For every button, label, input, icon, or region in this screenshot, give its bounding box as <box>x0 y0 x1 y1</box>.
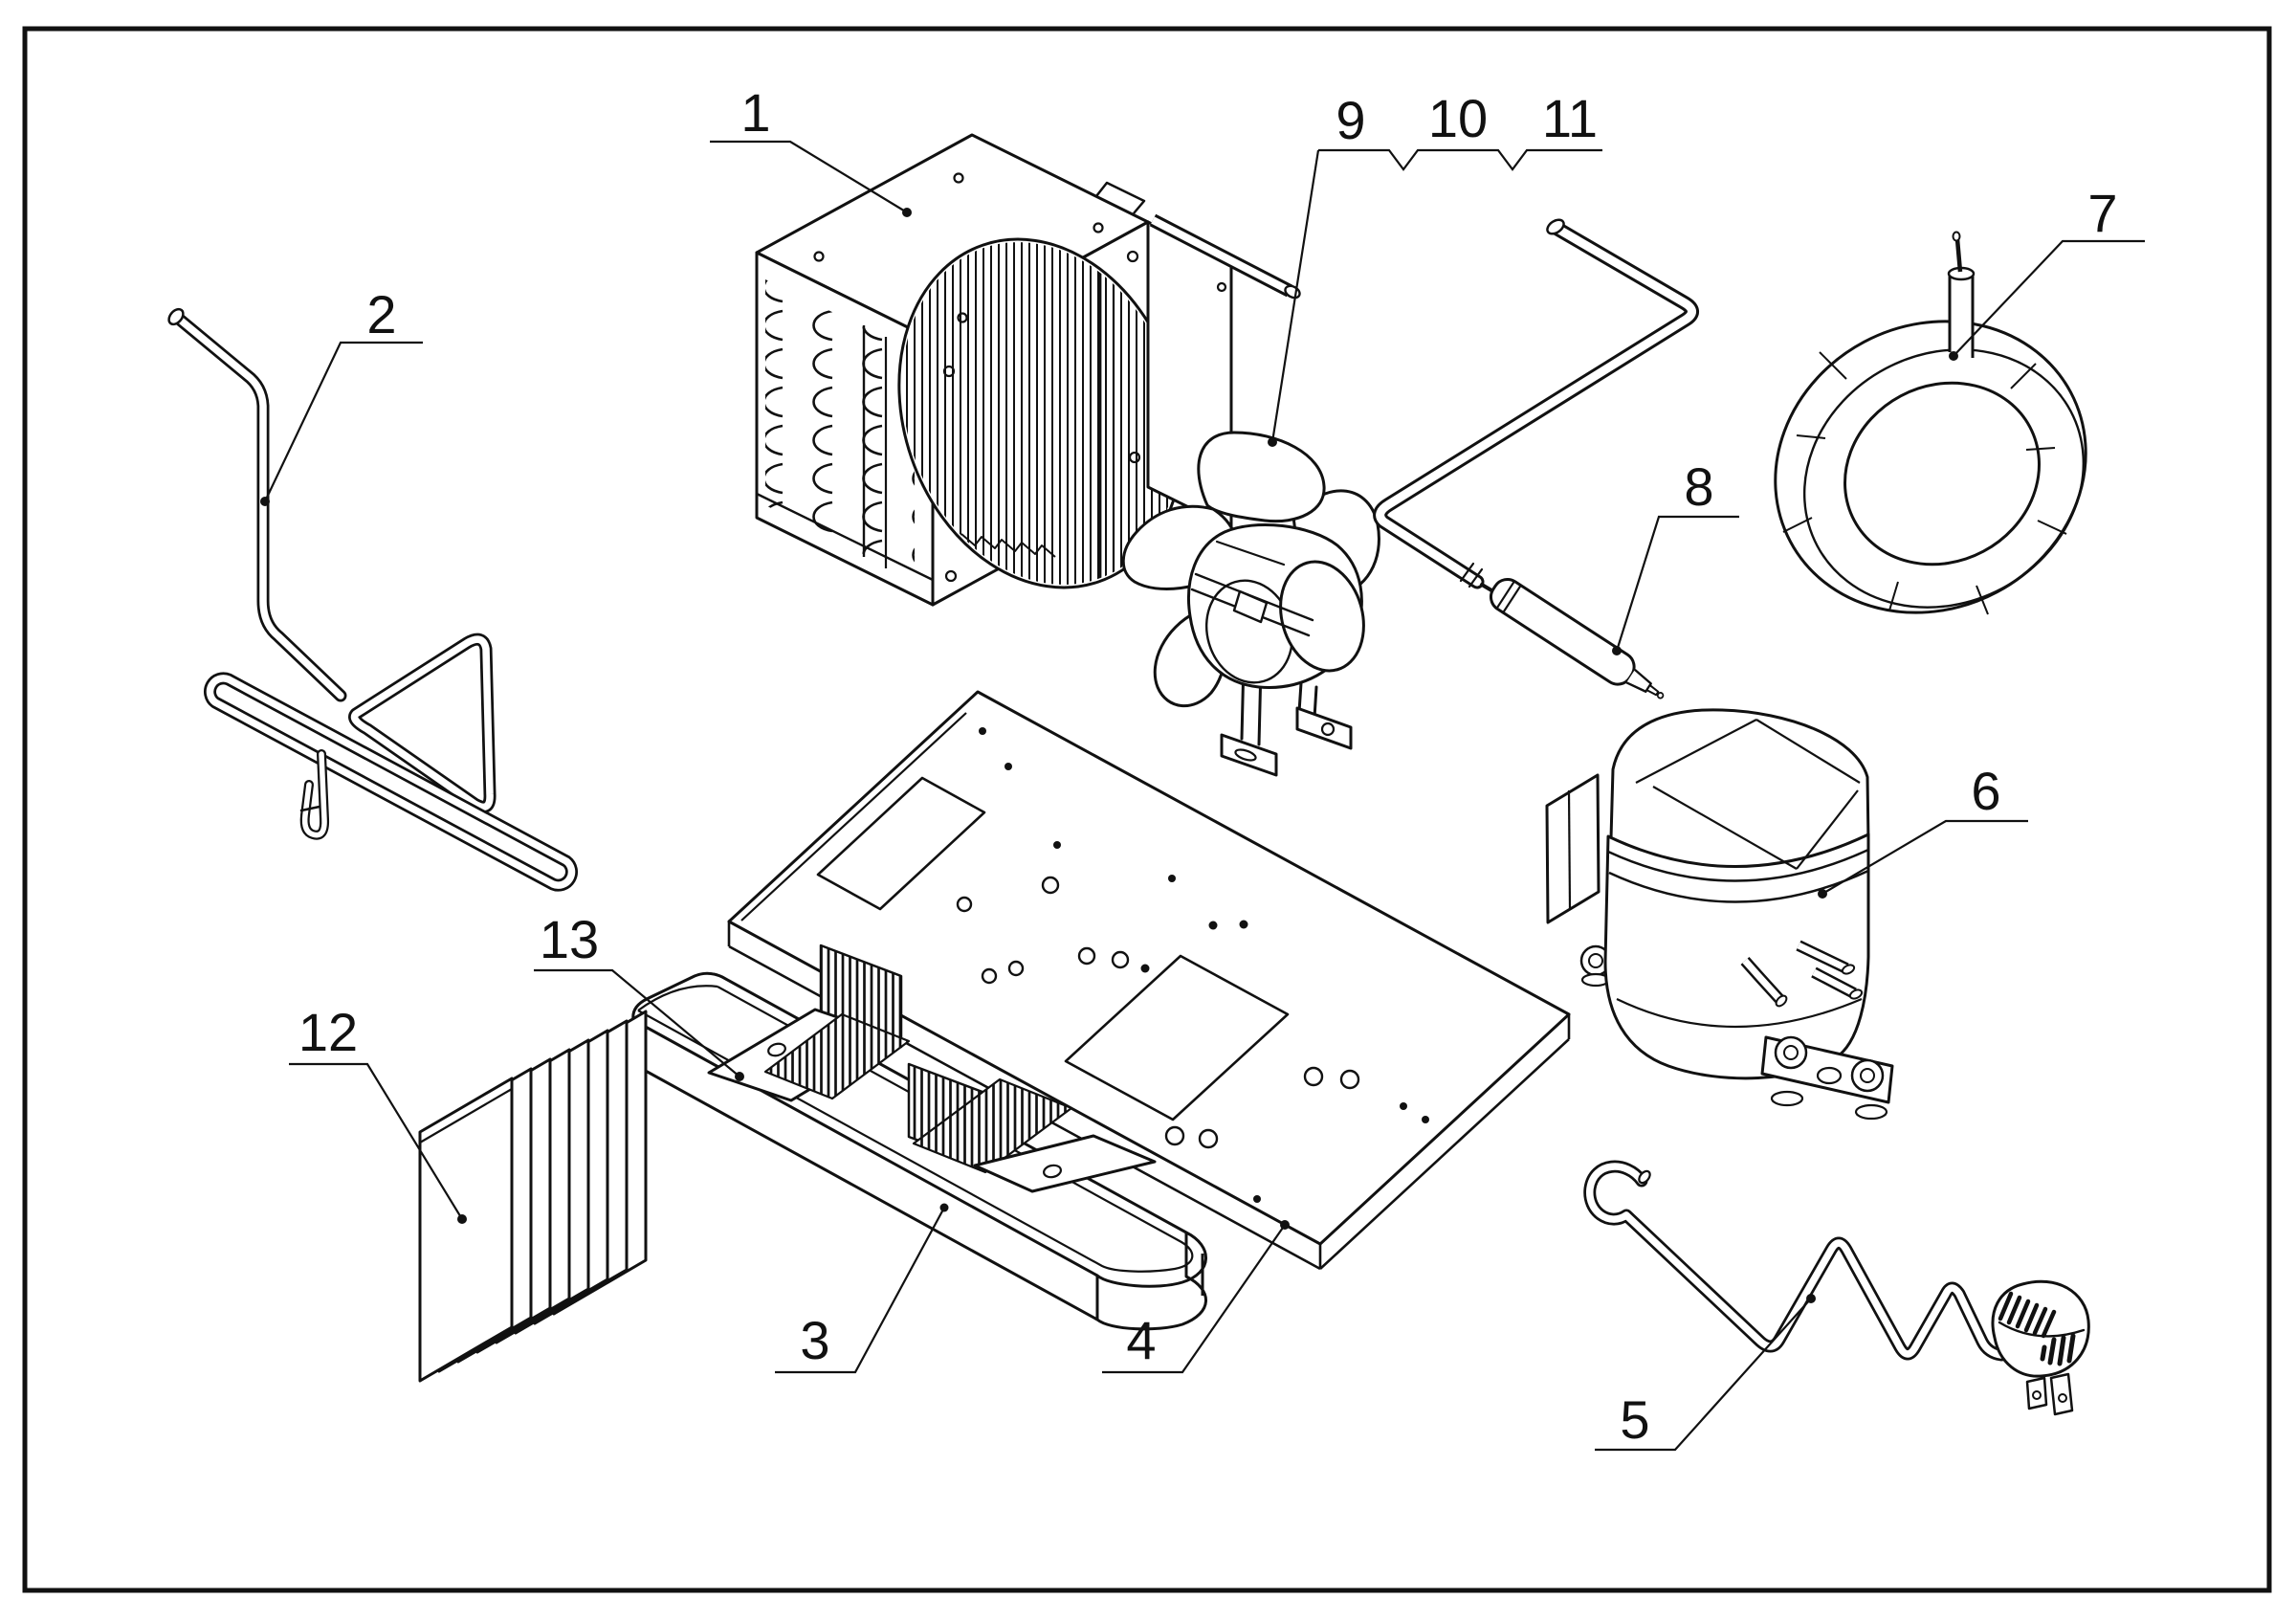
label-8: 8 <box>1612 456 1739 655</box>
leader-dot-8 <box>1612 646 1622 655</box>
plug-grip-ridges <box>1998 1291 2057 1339</box>
leader-line-3 <box>775 1207 945 1374</box>
part-7-coiled-tube <box>1774 231 2087 615</box>
part-6-compressor <box>1545 708 1894 1121</box>
label-2: 2 <box>260 284 423 506</box>
part-3-heat-sinks <box>707 944 1157 1193</box>
tube-end-cap <box>1546 218 1565 235</box>
leader-dot-2 <box>260 497 270 506</box>
fan-mounting-brackets <box>1220 658 1353 777</box>
capillary-tube <box>1954 238 1963 273</box>
leader-line-7 <box>1953 239 2145 357</box>
part-label-13: 13 <box>540 909 599 969</box>
leader-dot-1 <box>902 208 912 217</box>
leader-dot-13 <box>735 1072 744 1081</box>
fan-motor-face <box>1279 560 1365 673</box>
labels: 1 2 9 10 11 7 8 6 <box>260 82 2145 1452</box>
label-3: 3 <box>775 1203 949 1374</box>
leader-line-1 <box>710 140 908 213</box>
label-7: 7 <box>1949 183 2145 361</box>
dome-facets <box>1635 719 1861 870</box>
part-label-2: 2 <box>366 284 396 344</box>
leader-dot-3 <box>939 1203 949 1212</box>
part-label-9: 9 <box>1336 90 1365 150</box>
plug-prong <box>2025 1376 2048 1410</box>
part-12-fin-plate-stack <box>418 1010 648 1383</box>
leader-dot-12 <box>457 1214 467 1224</box>
coil-segment-marks <box>1782 351 2067 615</box>
leader-line-2 <box>264 341 423 502</box>
plug-body <box>1991 1279 2090 1378</box>
compressor-tube-stubs <box>1740 940 1864 1008</box>
compressor-bracket <box>1545 773 1601 924</box>
plate-holes <box>956 876 1360 1149</box>
label-1: 1 <box>710 82 912 217</box>
leader-line-4 <box>1102 1224 1286 1374</box>
tray-inner-rim <box>637 986 1194 1273</box>
part-13-tray <box>631 971 1207 1331</box>
part-8-filter-drier <box>1489 577 1665 699</box>
part-label-5: 5 <box>1620 1389 1649 1450</box>
label-6: 6 <box>1818 761 2028 899</box>
cord-hook-tip <box>1638 1169 1651 1185</box>
plate-cutout-2 <box>1064 954 1290 1121</box>
leader-line-6 <box>1821 819 2028 895</box>
condenser-coil-tubes <box>765 279 915 580</box>
part-label-10: 10 <box>1428 88 1488 148</box>
plate-cutout-1 <box>816 776 986 911</box>
stack-plates <box>418 1010 648 1383</box>
part-5-power-cord-plug <box>1583 1160 2090 1416</box>
part-label-11: 11 <box>1542 88 1598 148</box>
heat-sink-plate <box>973 1134 1157 1193</box>
leader-dot-9 <box>1268 437 1277 447</box>
label-bracket-line <box>1318 148 1602 171</box>
part-label-1: 1 <box>740 82 770 143</box>
label-13: 13 <box>534 909 744 1081</box>
fan-blade <box>1197 431 1326 523</box>
motor-strap-buckle <box>1232 589 1269 624</box>
leader-dot-5 <box>1806 1294 1816 1303</box>
leader-line-8 <box>1615 515 1739 652</box>
leader-line-13 <box>534 968 740 1077</box>
drier-body <box>1489 577 1636 686</box>
part-4-base-plate <box>727 690 1571 1271</box>
label-5: 5 <box>1595 1294 1816 1452</box>
fin-comb <box>763 1012 911 1100</box>
top-notch <box>1095 181 1146 214</box>
leader-dot-7 <box>1949 351 1958 361</box>
leader-line-12 <box>289 1062 463 1220</box>
tube-end-cap <box>167 307 185 326</box>
fin-comb <box>912 1077 1073 1174</box>
part-label-8: 8 <box>1684 456 1713 517</box>
leader-line-9 <box>1270 149 1320 443</box>
part-label-7: 7 <box>2087 183 2117 243</box>
label-9-10-11: 9 10 11 <box>1268 88 1602 447</box>
tray-rim <box>631 971 1207 1288</box>
plug-vents <box>2040 1333 2076 1366</box>
leader-dot-6 <box>1818 889 1827 899</box>
part-1-condenser-assembly <box>755 133 1301 607</box>
label-12: 12 <box>289 1002 467 1224</box>
plate-rivets <box>979 727 1429 1203</box>
leader-dot-4 <box>1280 1220 1290 1230</box>
part-9-fan <box>1121 431 1380 777</box>
part-label-3: 3 <box>800 1310 829 1370</box>
part-label-12: 12 <box>298 1002 358 1062</box>
part-label-6: 6 <box>1971 761 2000 821</box>
part-label-4: 4 <box>1126 1310 1156 1370</box>
leader-line-5 <box>1595 1298 1812 1452</box>
label-4: 4 <box>1102 1220 1290 1374</box>
